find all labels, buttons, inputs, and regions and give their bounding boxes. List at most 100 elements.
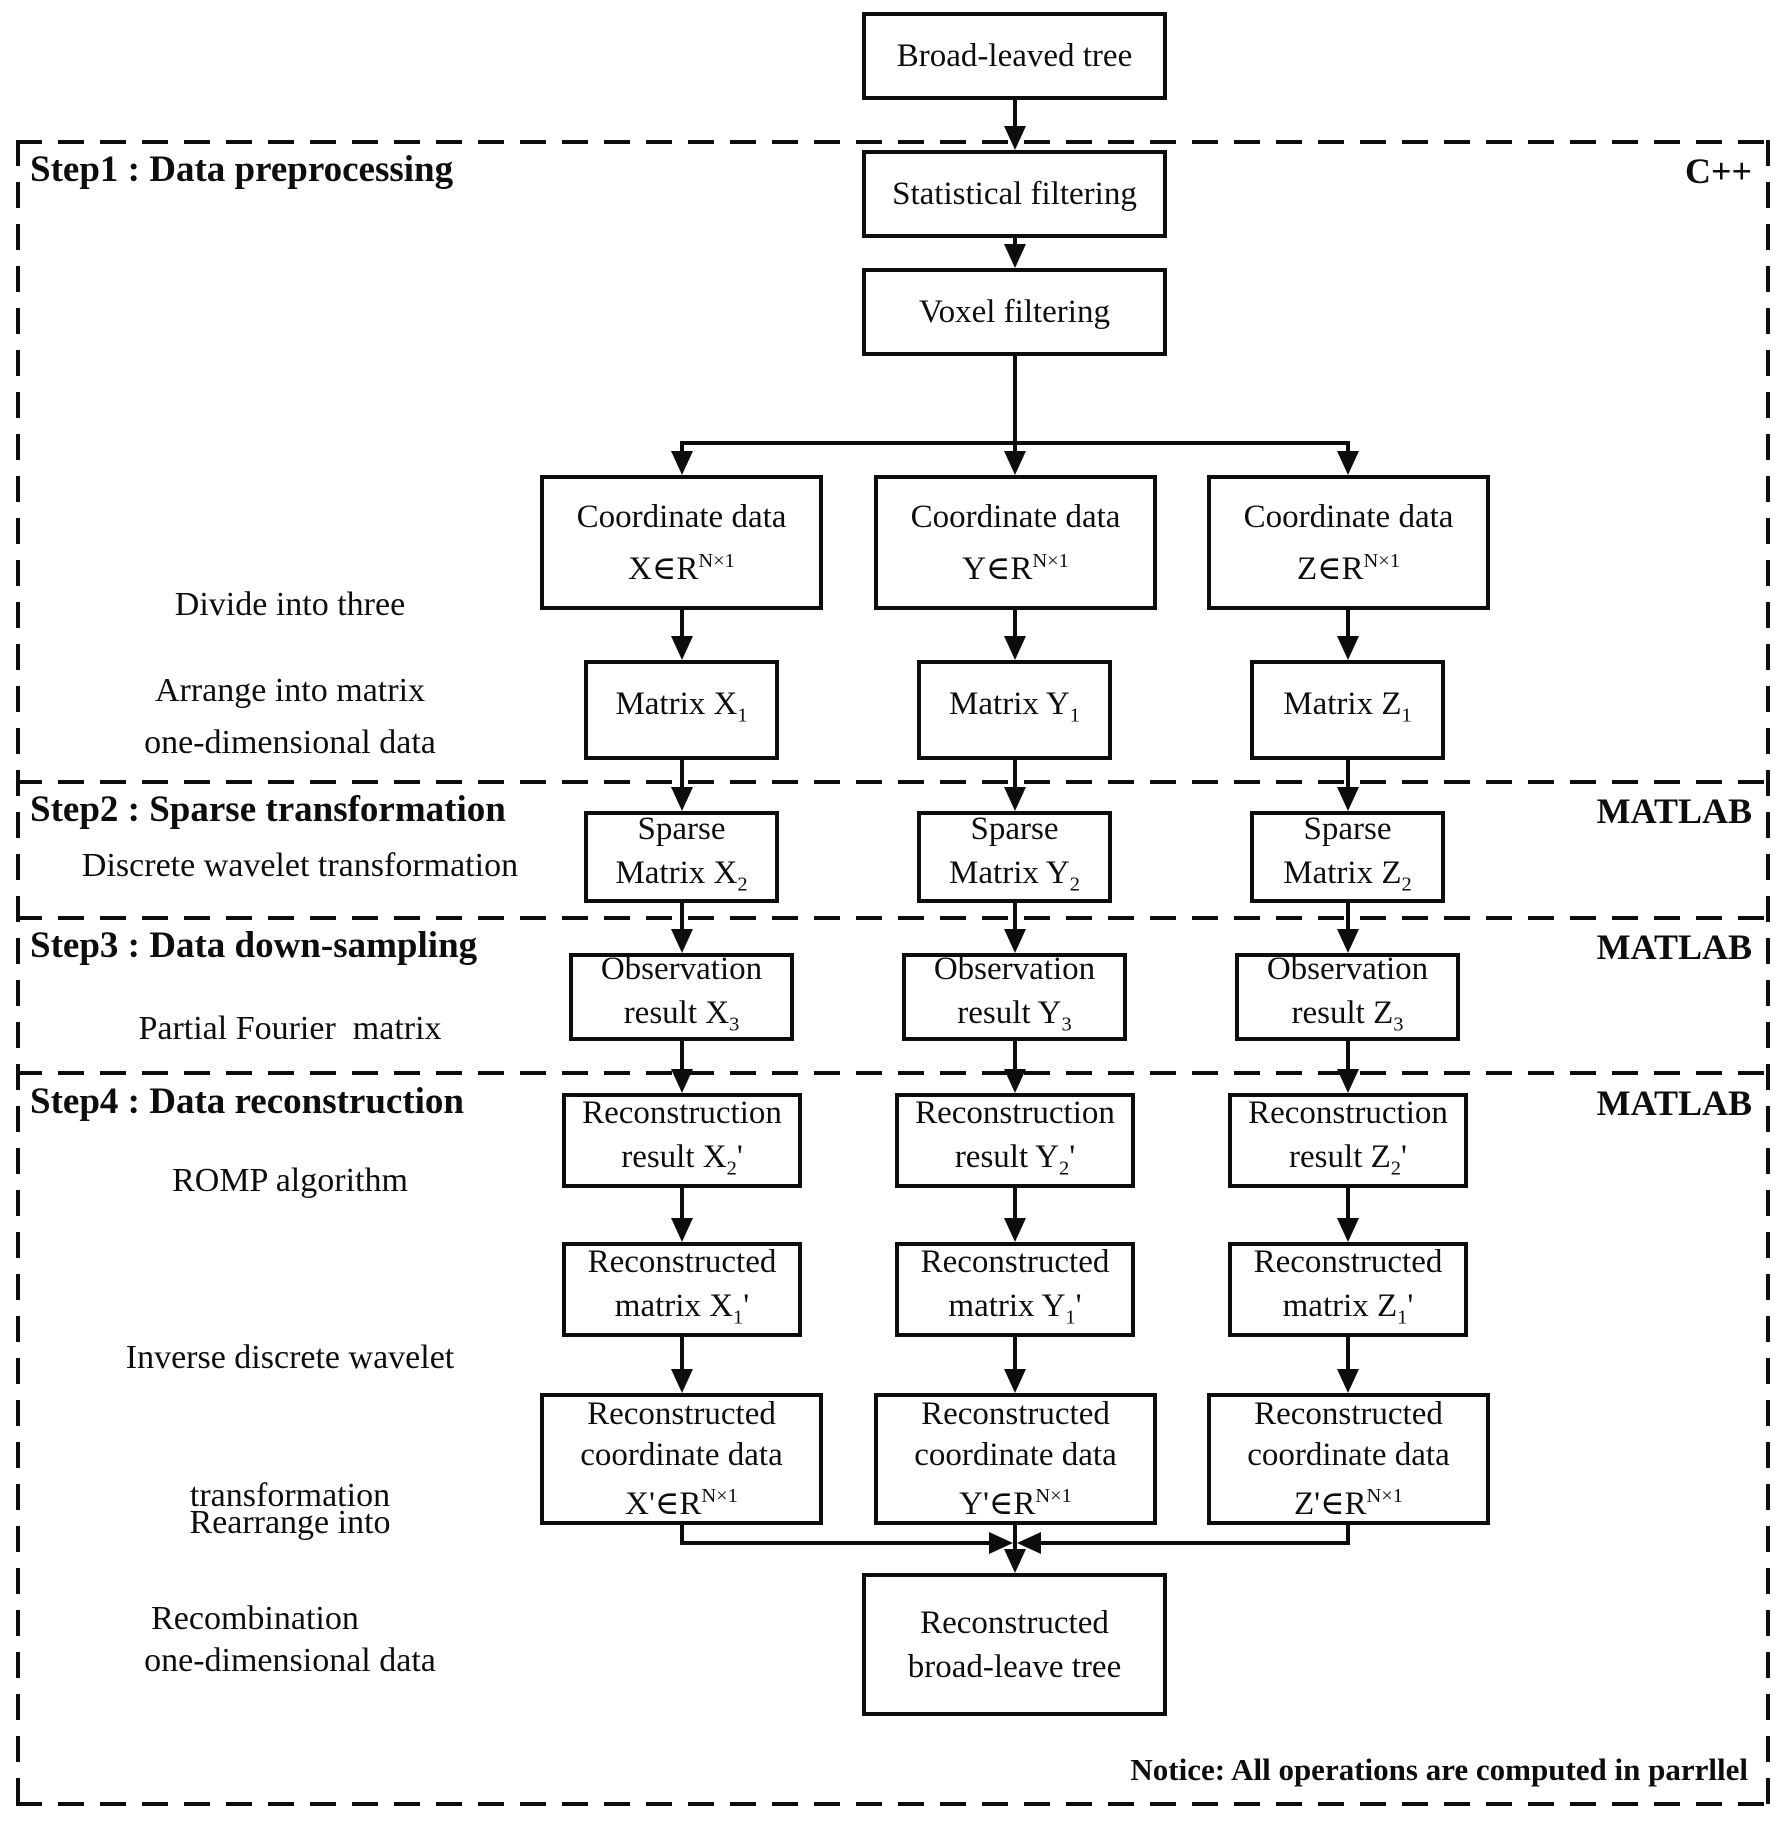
node-reconstruction-result-z2p: Reconstruction result Z2' [1228, 1093, 1468, 1188]
node-text-line: Reconstructed [920, 1243, 1110, 1280]
arrowhead-down-icon [671, 1218, 693, 1242]
arrowhead-down-icon [1337, 636, 1359, 660]
node-text-line: Reconstruction [915, 1094, 1115, 1131]
connector-reconstruction-to-recmatrix-x [680, 1188, 684, 1218]
node-text-line: Reconstructed [587, 1243, 777, 1280]
connector-recmatrix-to-reccoord-z [1346, 1337, 1350, 1369]
frame-left-dashed-border [16, 140, 20, 1806]
step1-header: Step1 : Data preprocessing [30, 149, 454, 190]
node-text-line: Sparse [637, 811, 726, 848]
converge-stub-z [1346, 1525, 1350, 1545]
node-formula: X'∈RN×1 [625, 1484, 738, 1522]
arrowhead-left-icon [1017, 1532, 1041, 1554]
node-text-line: Reconstructed [921, 1395, 1110, 1432]
node-voxel-filtering: Voxel filtering [862, 268, 1167, 356]
label-line: Rearrange into [189, 1504, 391, 1541]
arrowhead-down-icon [671, 1069, 693, 1093]
node-text-line: Reconstruction [582, 1094, 782, 1131]
node-sparse-matrix-y2: Sparse Matrix Y2 [917, 811, 1112, 903]
arrowhead-down-icon [1004, 126, 1026, 150]
node-matrix-z1: Matrix Z1 [1250, 660, 1445, 760]
connector-reconstruction-to-recmatrix-z [1346, 1188, 1350, 1218]
node-broad-leaved-tree: Broad-leaved tree [862, 12, 1167, 100]
arrowhead-down-icon [1337, 1218, 1359, 1242]
node-text-line: Observation [600, 951, 763, 988]
connector-coord-to-matrix-x [680, 610, 684, 636]
node-formula: result X2' [621, 1138, 743, 1180]
arrowhead-right-icon [989, 1532, 1013, 1554]
node-reconstruction-result-x2p: Reconstruction result X2' [562, 1093, 802, 1188]
arrowhead-down-icon [1004, 451, 1026, 475]
node-formula: matrix Z1' [1282, 1287, 1414, 1329]
step3-language-tag: MATLAB [1596, 927, 1752, 967]
connector-reccoord-to-final [1013, 1525, 1017, 1549]
node-observation-result-z3: Observation result Z3 [1235, 951, 1460, 1041]
node-reconstructed-matrix-z1p: Reconstructed matrix Z1' [1228, 1242, 1468, 1337]
node-formula: Matrix Z1 [1283, 686, 1412, 727]
node-text-line: Reconstruction [1248, 1094, 1448, 1131]
arrowhead-down-icon [671, 451, 693, 475]
node-matrix-x1: Matrix X1 [584, 660, 779, 760]
connector-root-to-statistical [1013, 100, 1017, 126]
node-matrix-y1: Matrix Y1 [917, 660, 1112, 760]
connector-sparse-to-observation-y [1013, 903, 1017, 929]
label-discrete-wavelet: Discrete wavelet transformation [81, 847, 519, 884]
node-text-line: broad-leave tree [907, 1648, 1122, 1685]
node-text-line: Reconstructed [920, 1604, 1109, 1641]
arrowhead-down-icon [1004, 244, 1026, 268]
connector-observation-to-reconstruction-x [680, 1041, 684, 1069]
connector-coord-to-matrix-z [1346, 610, 1350, 636]
node-reconstructed-matrix-x1p: Reconstructed matrix X1' [562, 1242, 802, 1337]
step1-step2-separator [16, 780, 1770, 784]
node-text-line: Sparse [1303, 811, 1392, 848]
connector-statistical-to-voxel [1013, 238, 1017, 246]
arrowhead-down-icon [1004, 1549, 1026, 1573]
node-text-line: Voxel filtering [919, 294, 1110, 330]
arrowhead-down-icon [1337, 1369, 1359, 1393]
connector-sparse-to-observation-x [680, 903, 684, 929]
label-line: Inverse discrete wavelet [125, 1339, 455, 1376]
node-reconstructed-coordinate-data-z: Reconstructed coordinate data Z'∈RN×1 [1207, 1393, 1490, 1525]
node-text-line: coordinate data [914, 1436, 1117, 1473]
label-divide: Divide into three one-dimensional data [90, 490, 490, 858]
node-text-line: Observation [1266, 951, 1429, 988]
arrowhead-down-icon [1337, 787, 1359, 811]
node-sparse-matrix-x2: Sparse Matrix X2 [584, 811, 779, 903]
node-text-line: Sparse [970, 811, 1059, 848]
connector-observation-to-reconstruction-z [1346, 1041, 1350, 1069]
label-line: transformation [189, 1477, 391, 1514]
node-text-line: Reconstructed [587, 1395, 776, 1432]
step4-header: Step4 : Data reconstruction [30, 1081, 465, 1122]
node-formula: result X3 [623, 995, 740, 1036]
connector-recmatrix-to-reccoord-y [1013, 1337, 1017, 1369]
node-formula: Matrix Z2 [1283, 855, 1412, 896]
connector-matrix-to-sparse-z [1346, 760, 1350, 787]
branch-drop-z [1346, 441, 1350, 453]
node-text-line: Coordinate data [910, 498, 1121, 535]
step2-language-tag: MATLAB [1596, 791, 1752, 831]
step3-step4-separator [16, 1071, 1770, 1075]
connector-coord-to-matrix-y [1013, 610, 1017, 636]
arrowhead-down-icon [1337, 451, 1359, 475]
connector-matrix-to-sparse-y [1013, 760, 1017, 787]
label-rearrange: Rearrange into one-dimensional data [90, 1408, 490, 1776]
node-text-line: Coordinate data [1243, 498, 1454, 535]
node-reconstructed-broad-leave-tree: Reconstructed broad-leave tree [862, 1573, 1167, 1716]
arrowhead-down-icon [1004, 929, 1026, 953]
node-formula: Matrix X2 [615, 855, 748, 896]
arrowhead-down-icon [671, 1369, 693, 1393]
label-line: Divide into three [174, 586, 406, 623]
label-romp: ROMP algorithm [172, 1162, 408, 1199]
node-observation-result-x3: Observation result X3 [569, 951, 794, 1041]
node-reconstructed-matrix-y1p: Reconstructed matrix Y1' [895, 1242, 1135, 1337]
node-statistical-filtering: Statistical filtering [862, 150, 1167, 238]
node-formula: Y∈RN×1 [962, 549, 1069, 587]
node-formula: result Z2' [1289, 1138, 1407, 1180]
arrowhead-down-icon [1004, 636, 1026, 660]
step4-language-tag: MATLAB [1596, 1083, 1752, 1123]
node-reconstructed-coordinate-data-x: Reconstructed coordinate data X'∈RN×1 [540, 1393, 823, 1525]
notice-text: Notice: All operations are computed in p… [1130, 1752, 1748, 1787]
connector-reconstruction-to-recmatrix-y [1013, 1188, 1017, 1218]
node-text-line: coordinate data [1247, 1436, 1450, 1473]
